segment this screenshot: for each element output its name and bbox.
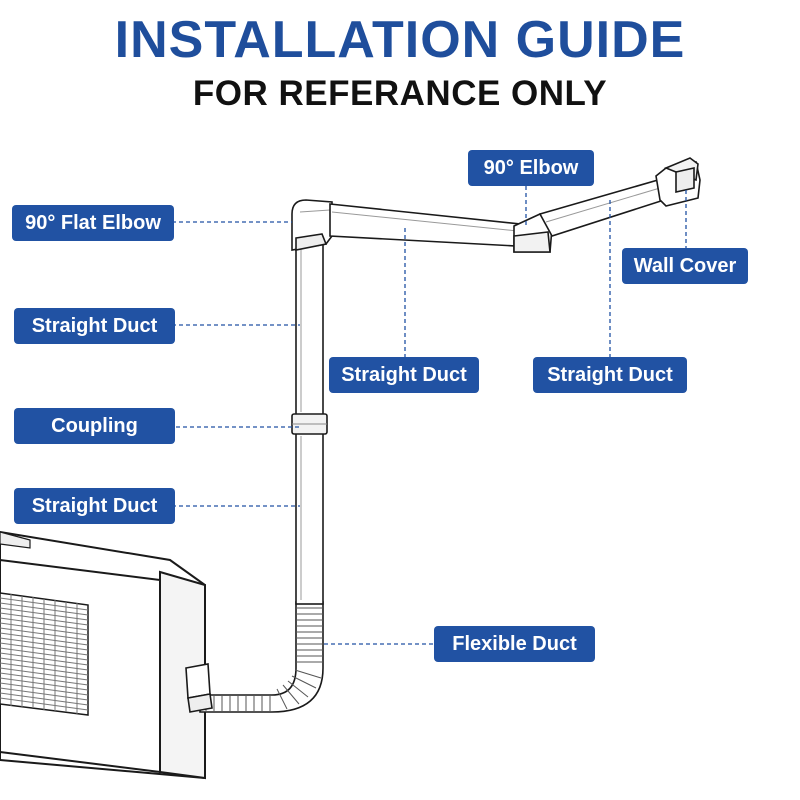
rising-duct [538,179,665,237]
page-subtitle: FOR REFERANCE ONLY [192,74,608,113]
wall-cover-part [655,157,701,207]
unit-grille [0,592,89,716]
label-90-flat-elbow: 90° Flat Elbow [12,205,174,241]
label-straight-duct-left-upper: Straight Duct [14,308,175,344]
label-straight-duct-top-mid: Straight Duct [329,357,479,393]
unit-outlet-fitting [185,663,213,713]
leader-lines [165,186,687,645]
horizontal-duct [329,203,521,247]
flat-elbow-part [291,199,333,251]
elbow-90-part [513,213,553,253]
coupling-part [291,413,328,435]
flexible-duct-ribs [205,607,323,712]
label-wall-cover: Wall Cover [622,248,748,284]
vertical-duct [295,239,324,605]
label-flexible-duct: Flexible Duct [434,626,595,662]
label-straight-duct-left-lower: Straight Duct [14,488,175,524]
label-coupling: Coupling [14,408,175,444]
label-straight-duct-top-right: Straight Duct [533,357,687,393]
label-90-elbow: 90° Elbow [468,150,594,186]
page-title: INSTALLATION GUIDE [114,11,686,69]
flexible-duct-part [199,601,324,713]
